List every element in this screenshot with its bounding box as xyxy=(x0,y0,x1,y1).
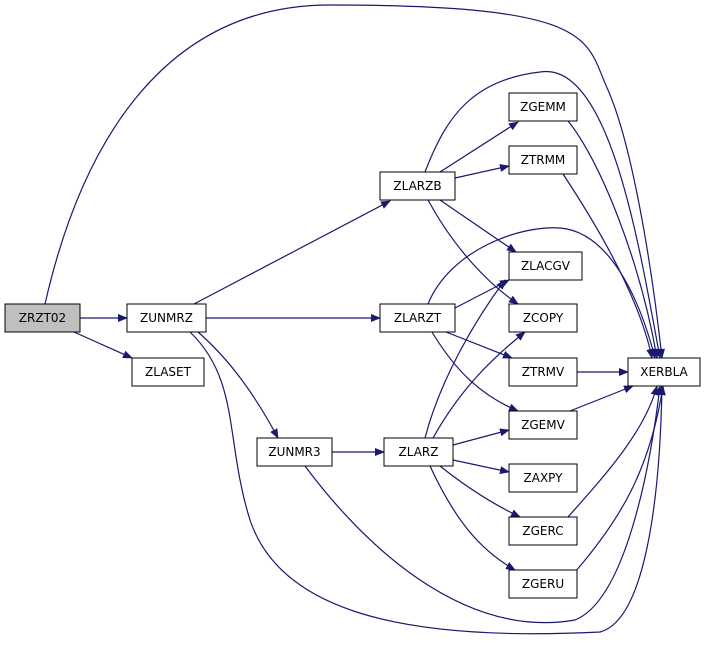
edge-zgemv-to-xerbla xyxy=(569,385,634,412)
node-label: XERBLA xyxy=(640,365,688,379)
node-label: ZLASET xyxy=(145,365,192,379)
node-label: ZGEMV xyxy=(521,418,565,432)
node-zaxpy[interactable]: ZAXPY xyxy=(508,463,578,493)
node-label: ZLARZ xyxy=(399,445,439,459)
edge-zlarzb-to-zgemm xyxy=(439,121,519,173)
node-box xyxy=(508,92,578,122)
node-zrzt02[interactable]: ZRZT02 xyxy=(4,303,81,333)
edges xyxy=(44,4,666,635)
node-zlaset[interactable]: ZLASET xyxy=(131,357,205,387)
node-zgemv[interactable]: ZGEMV xyxy=(508,410,578,440)
node-box xyxy=(256,437,333,467)
node-label: ZCOPY xyxy=(523,311,564,325)
edge-zgerc-to-xerbla xyxy=(567,385,659,518)
edge-ztrmm-to-xerbla xyxy=(562,173,655,359)
edge-zlarzt-to-zgemv xyxy=(431,331,519,412)
node-box xyxy=(379,171,456,201)
node-box xyxy=(508,516,578,546)
node-label: ZAXPY xyxy=(524,471,564,485)
node-label: ZRZT02 xyxy=(19,311,66,325)
node-zlacgv[interactable]: ZLACGV xyxy=(508,251,583,281)
node-box xyxy=(508,357,578,387)
nodes: ZRZT02 ZUNMRZ ZLASET ZLARZB ZLARZT ZUNMR3 ZLAR… xyxy=(4,92,701,599)
node-box xyxy=(627,357,701,387)
node-box xyxy=(379,303,456,333)
edge-zlarz-to-zlacgv xyxy=(424,279,506,439)
node-zgerc[interactable]: ZGERC xyxy=(508,516,578,546)
node-label: ZGERC xyxy=(522,524,563,538)
node-zlarzb[interactable]: ZLARZB xyxy=(379,171,456,201)
node-box xyxy=(4,303,81,333)
node-xerbla[interactable]: XERBLA xyxy=(627,357,701,387)
edge-zunmrz-to-zunmr3 xyxy=(197,331,279,439)
node-label: ZTRMV xyxy=(522,365,565,379)
node-zcopy[interactable]: ZCOPY xyxy=(508,303,578,333)
edge-zlarzt-to-ztrmv xyxy=(445,331,513,359)
edge-zlarz-to-zgerc xyxy=(439,465,521,518)
node-box xyxy=(508,145,578,175)
edge-zunmr3-to-xerbla xyxy=(304,385,663,624)
node-label: ZLARZT xyxy=(394,311,442,325)
node-zunmr3[interactable]: ZUNMR3 xyxy=(256,437,333,467)
edge-zlarzb-to-zcopy xyxy=(427,199,519,305)
node-label: ZUNMRZ xyxy=(140,311,193,325)
node-zlarzt[interactable]: ZLARZT xyxy=(379,303,456,333)
node-label: ZLACGV xyxy=(521,259,571,273)
node-box xyxy=(508,463,578,493)
node-box xyxy=(508,251,583,281)
edge-zlarz-to-zgeru xyxy=(429,465,516,571)
node-label: ZLARZB xyxy=(393,179,441,193)
edge-zlarzb-to-xerbla xyxy=(424,71,663,359)
node-zunmrz[interactable]: ZUNMRZ xyxy=(126,303,207,333)
edge-zunmrz-to-zlarzb xyxy=(193,200,391,305)
node-zgemm[interactable]: ZGEMM xyxy=(508,92,578,122)
edge-zunmrz-to-xerbla xyxy=(189,331,666,635)
node-box xyxy=(508,410,578,440)
edge-zlarzb-to-zlacgv xyxy=(439,199,517,253)
node-ztrmm[interactable]: ZTRMM xyxy=(508,145,578,175)
edge-zlarzt-to-xerbla xyxy=(427,227,657,359)
edge-zrzt02-to-zlaset xyxy=(73,331,133,359)
edge-zlarz-to-zaxpy xyxy=(452,459,510,475)
node-ztrmv[interactable]: ZTRMV xyxy=(508,357,578,387)
edge-zlarzb-to-ztrmm xyxy=(454,164,510,179)
node-box xyxy=(126,303,207,333)
node-box xyxy=(508,569,578,599)
node-box xyxy=(383,437,454,467)
node-label: ZGEMM xyxy=(520,100,566,114)
node-box xyxy=(508,303,578,333)
edge-zlarzt-to-zlacgv xyxy=(454,279,510,309)
node-label: ZUNMR3 xyxy=(268,445,320,459)
node-label: ZGERU xyxy=(522,577,564,591)
node-zlarz[interactable]: ZLARZ xyxy=(383,437,454,467)
node-zgeru[interactable]: ZGERU xyxy=(508,569,578,599)
edge-zlarz-to-zcopy xyxy=(432,331,526,439)
edge-zgemm-to-xerbla xyxy=(567,120,660,359)
node-box xyxy=(131,357,205,387)
edge-zlarz-to-zgemv xyxy=(452,428,510,446)
edge-zgeru-to-xerbla xyxy=(574,385,666,573)
node-label: ZTRMM xyxy=(521,153,566,167)
edge-zrzt02-to-xerbla xyxy=(44,4,665,359)
